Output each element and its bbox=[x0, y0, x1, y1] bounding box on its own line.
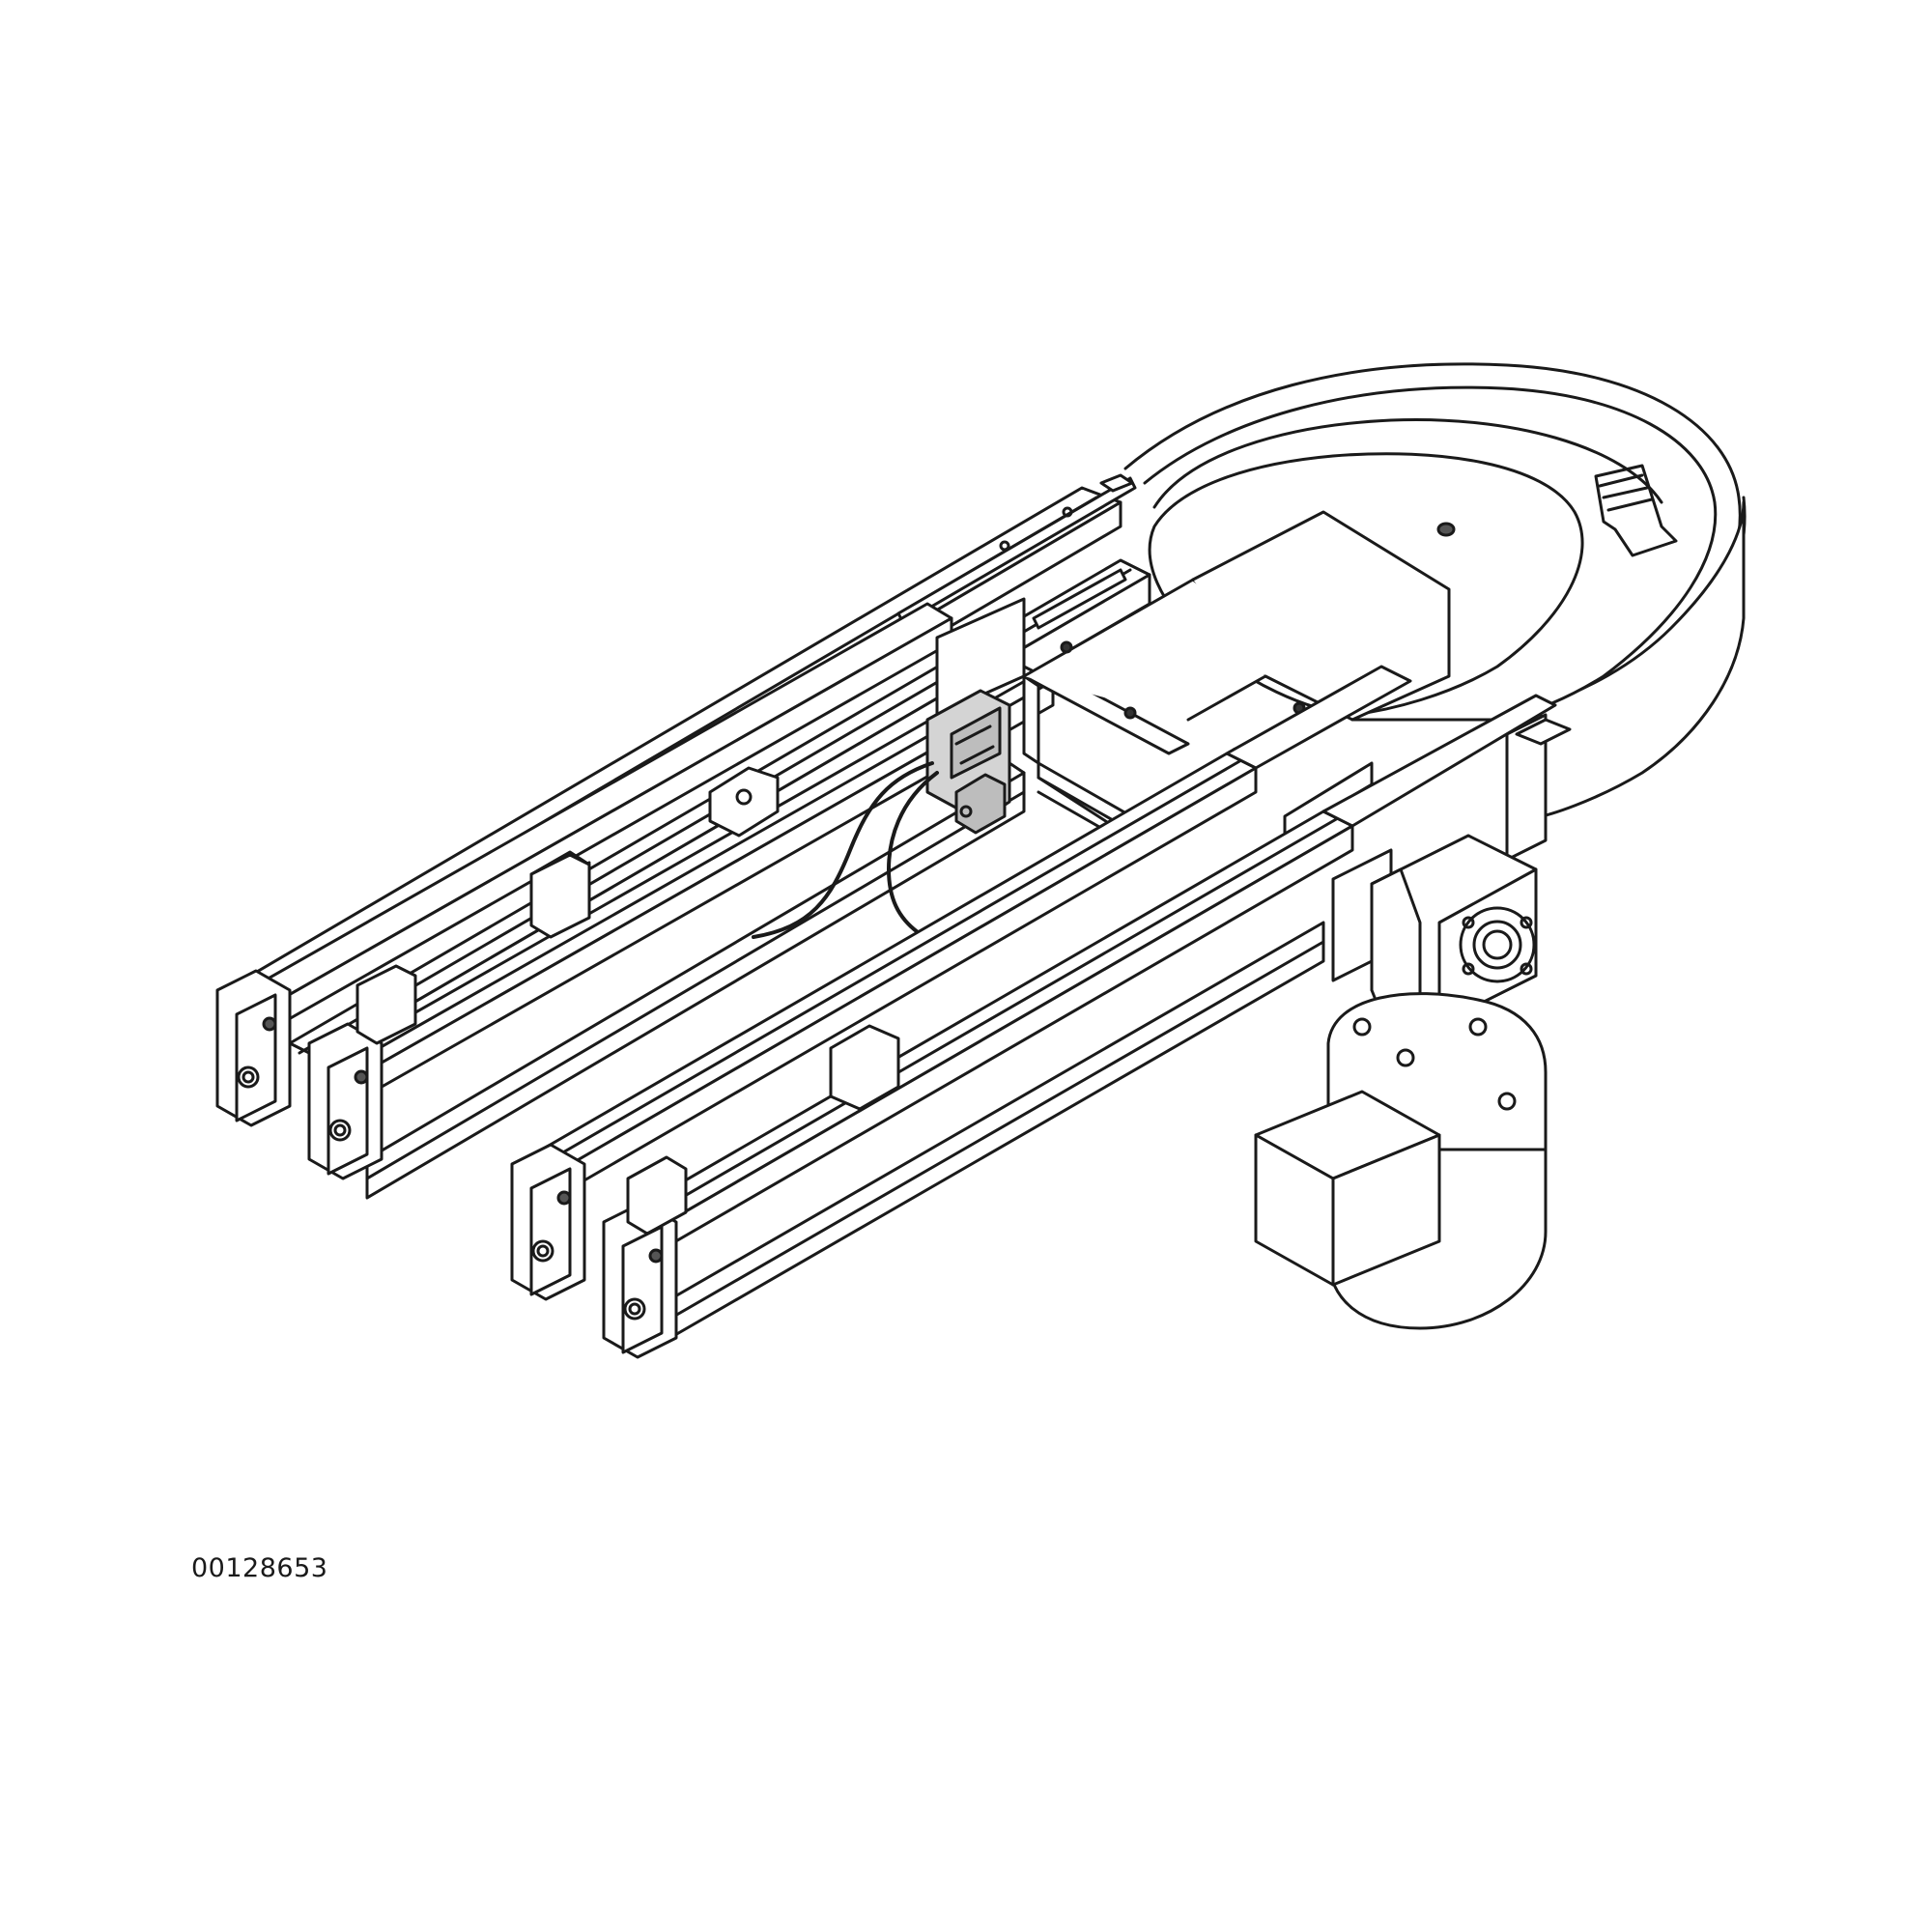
curve-return-unit bbox=[1123, 362, 1747, 818]
gear-motor bbox=[1254, 834, 1548, 1330]
end-cap-4 bbox=[602, 1201, 678, 1359]
drive-end-plate bbox=[1505, 713, 1572, 862]
sensor-bracket bbox=[708, 689, 1011, 838]
front-rail-inner bbox=[611, 694, 1557, 1345]
drawing-number: 00128653 bbox=[191, 1553, 328, 1583]
end-cap-1 bbox=[215, 969, 292, 1127]
left-rail-inner bbox=[317, 665, 1055, 1200]
end-cap-3 bbox=[510, 1143, 586, 1301]
rail-support-blocks bbox=[355, 853, 688, 1236]
curve-inner-lip bbox=[1152, 417, 1663, 509]
turntable-hub bbox=[1436, 522, 1456, 537]
front-rail-outer bbox=[515, 665, 1412, 1205]
rotation-direction-arrow-icon bbox=[1594, 464, 1678, 557]
end-cap-2 bbox=[307, 1022, 384, 1180]
sensor-cables bbox=[752, 761, 939, 939]
